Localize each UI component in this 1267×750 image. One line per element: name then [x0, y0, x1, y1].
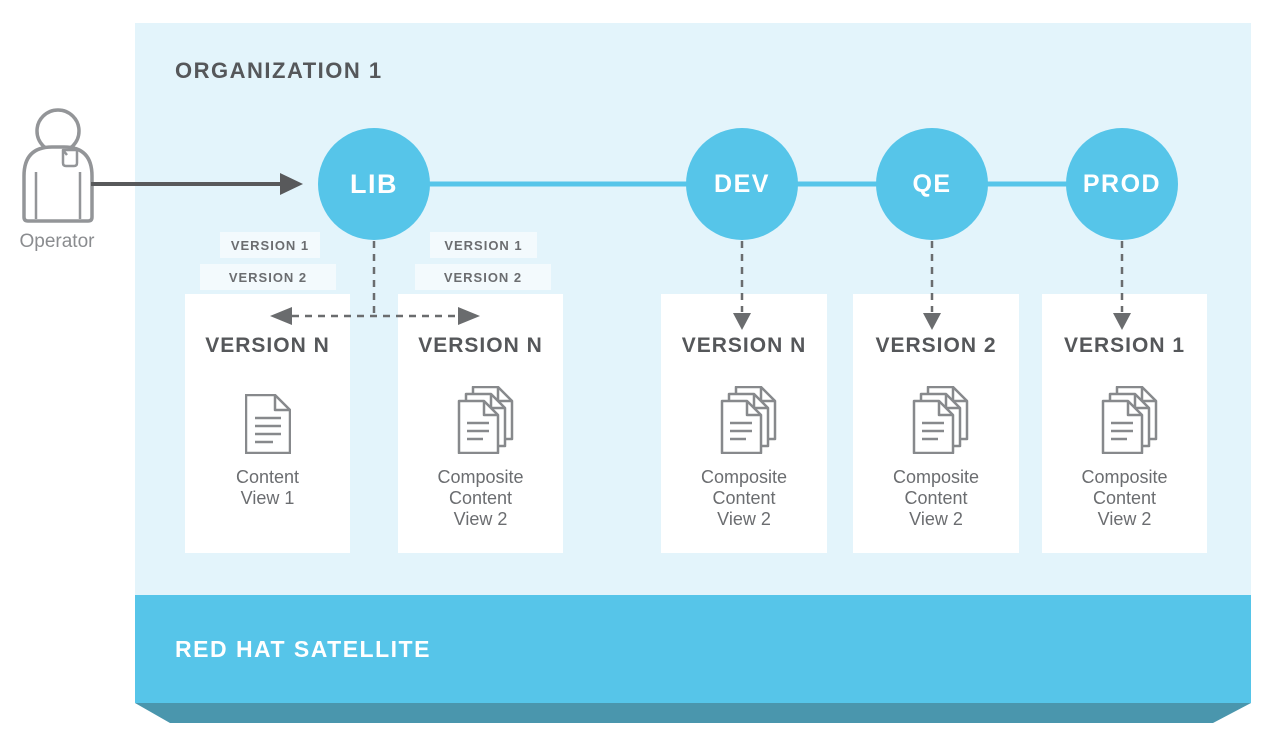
version-heading: VERSION N [681, 334, 807, 357]
composite-documents-icon [1092, 358, 1158, 454]
environment-circle-qe: QE [876, 128, 988, 240]
content-view-box-library-1: VERSION N Content View 1 [185, 294, 350, 553]
organization-title: ORGANIZATION 1 [175, 58, 383, 83]
version-tab: VERSION 1 [220, 232, 320, 258]
version-tab: VERSION 1 [430, 232, 537, 258]
content-view-box-library-2: VERSION N Composite Content View 2 [398, 294, 563, 553]
version-heading: VERSION N [205, 334, 330, 357]
environment-circle-prod: PROD [1066, 128, 1178, 240]
composite-documents-icon [711, 358, 777, 454]
environment-circle-lib: LIB [318, 128, 430, 240]
content-view-label: Content View 1 [235, 467, 300, 508]
version-tab: VERSION 2 [200, 264, 336, 290]
version-tab: VERSION 2 [415, 264, 551, 290]
version-heading: VERSION N [418, 334, 543, 357]
document-icon [244, 358, 291, 454]
composite-documents-icon [903, 358, 969, 454]
satellite-bar: RED HAT SATELLITE [135, 595, 1251, 703]
content-view-box-qe: VERSION 2 Composite Content View 2 [853, 294, 1019, 553]
content-view-box-dev: VERSION N Composite Content View 2 [661, 294, 827, 553]
content-view-box-prod: VERSION 1 Composite Content View 2 [1042, 294, 1207, 553]
satellite-base-3d [135, 703, 1251, 723]
content-view-label: Composite Content View 2 [892, 467, 980, 529]
content-view-label: Composite Content View 2 [700, 467, 788, 529]
composite-documents-icon [448, 358, 514, 454]
operator-person-icon [22, 108, 94, 223]
version-heading: VERSION 2 [875, 334, 997, 357]
satellite-label: RED HAT SATELLITE [175, 635, 431, 662]
content-view-label: Composite Content View 2 [437, 467, 524, 529]
operator-label: Operator [19, 231, 95, 252]
environment-circle-dev: DEV [686, 128, 798, 240]
content-view-label: Composite Content View 2 [1081, 467, 1168, 529]
version-heading: VERSION 1 [1063, 334, 1186, 357]
